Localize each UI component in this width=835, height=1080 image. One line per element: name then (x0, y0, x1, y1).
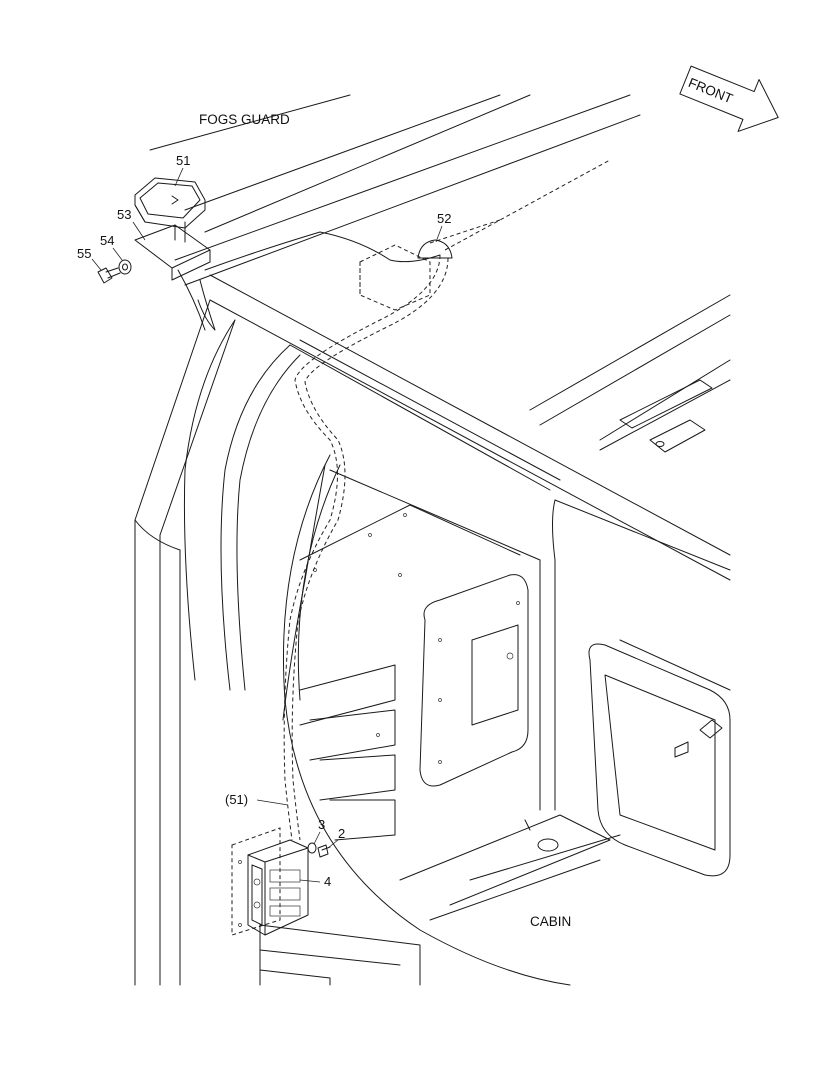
part-51-lamp (134, 177, 206, 229)
front-label: FRONT (686, 75, 735, 106)
wiring-harness (197, 159, 611, 841)
callout-3: 3 (318, 817, 325, 832)
part-55-bolt (97, 267, 121, 284)
front-direction-arrow: FRONT (679, 65, 779, 132)
fogs-guard-label: FOGS GUARD (199, 112, 290, 127)
callout-54: 54 (100, 233, 114, 248)
callout-51: 51 (176, 153, 190, 168)
part-2-screw (317, 844, 331, 858)
callout-51-ref: (51) (225, 792, 248, 807)
part-52-sensor (359, 239, 453, 311)
leader-lines (91, 167, 443, 883)
part-54-washer (118, 259, 132, 275)
callout-2: 2 (338, 826, 345, 841)
callout-53: 53 (117, 207, 131, 222)
cabin-structure (134, 94, 731, 986)
part-53-bracket (134, 221, 211, 331)
callout-4: 4 (324, 874, 331, 889)
callout-55: 55 (77, 246, 91, 261)
part-4-controller (231, 827, 309, 936)
callout-52: 52 (437, 211, 451, 226)
cabin-label: CABIN (530, 914, 571, 929)
part-3-washer (307, 842, 317, 854)
